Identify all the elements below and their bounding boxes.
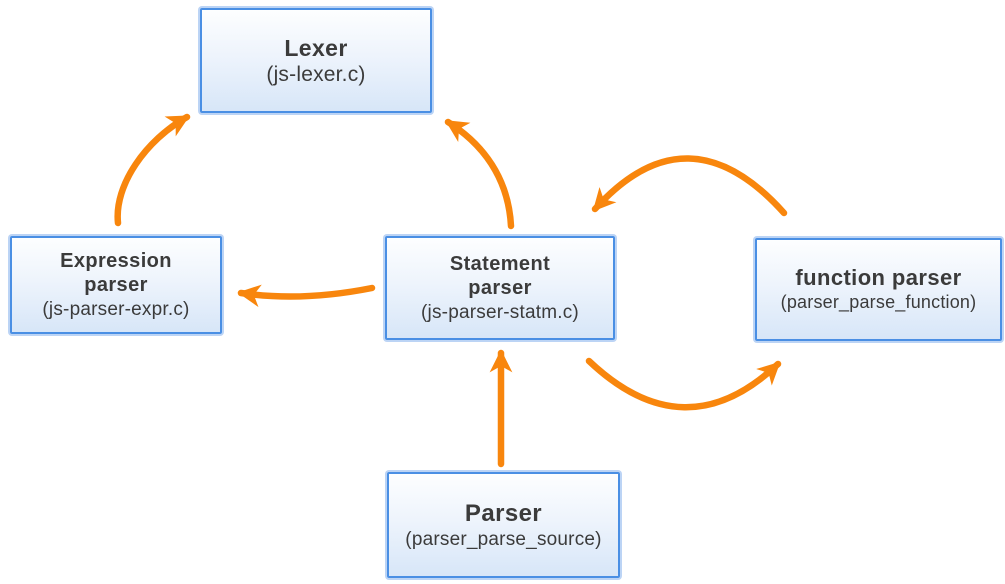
node-statement-parser: Statement parser (js-parser-statm.c) — [385, 236, 615, 340]
node-title: Parser — [464, 499, 543, 527]
node-title: Statement parser — [449, 253, 551, 300]
node-title: Expression parser — [60, 250, 172, 297]
node-title: function parser — [795, 265, 962, 291]
node-subtitle: (js-lexer.c) — [266, 62, 366, 86]
edge-statement-parser-to-expression-parser-arrow — [237, 284, 376, 308]
node-lexer: Lexer (js-lexer.c) — [200, 8, 432, 113]
edge-statement-parser-to-function-parser-arrow — [585, 357, 782, 411]
edge-expression-parser-to-lexer-arrow — [114, 113, 191, 227]
node-function-parser: function parser (parser_parse_function) — [755, 238, 1002, 341]
node-subtitle: (parser_parse_source) — [405, 529, 602, 551]
node-expression-parser: Expression parser (js-parser-expr.c) — [10, 236, 222, 334]
node-subtitle: (js-parser-statm.c) — [421, 301, 579, 323]
node-title: Lexer — [284, 34, 348, 61]
edge-statement-parser-to-lexer-arrow — [444, 118, 515, 230]
node-parser: Parser (parser_parse_source) — [387, 472, 620, 578]
node-subtitle: (js-parser-expr.c) — [42, 298, 190, 320]
node-subtitle: (parser_parse_function) — [780, 291, 977, 312]
edge-function-parser-to-statement-parser-arrow — [591, 155, 788, 217]
